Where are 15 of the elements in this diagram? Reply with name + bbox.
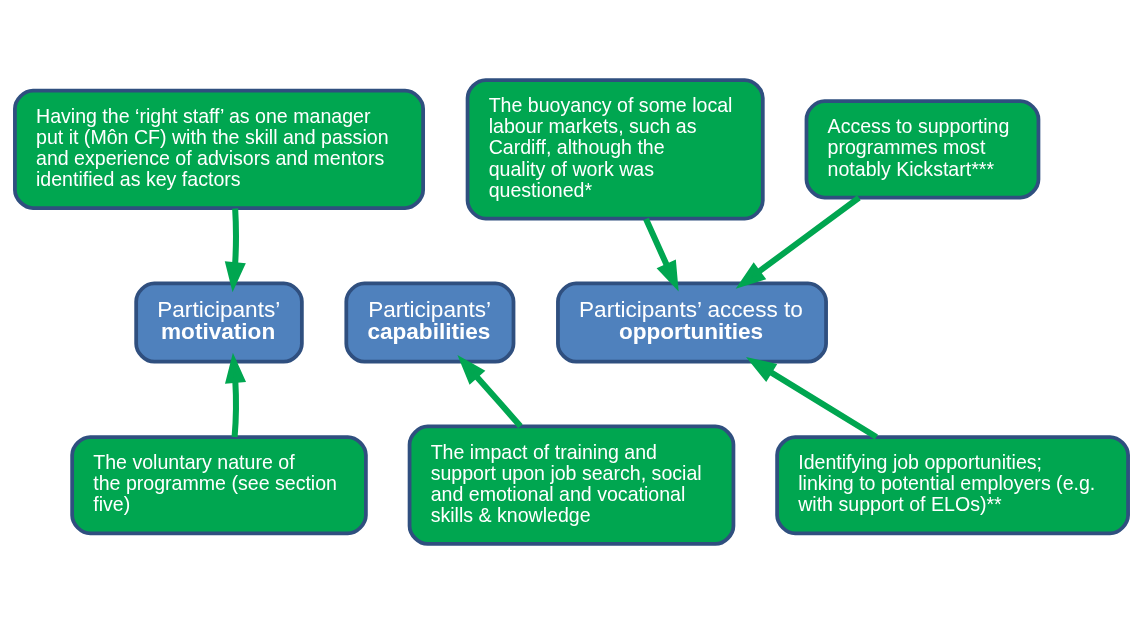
node-box: Participants’ motivation: [134, 281, 304, 364]
node-box: Participants’ access to opportunities: [556, 281, 828, 364]
node-box: Having the ‘right staff’ as one manager put it (Môn CF) with the skill and passion and experience of advisors and mentors identified as key factors: [13, 88, 425, 210]
arrow: [224, 208, 246, 293]
node-box: The impact of training and support upon job search, social and emotional and vocational skills & knowledge: [407, 424, 736, 546]
arrow: [735, 195, 861, 289]
arrow: [643, 217, 679, 292]
node-box: Identifying job opportunities; linking to potential employers (e.g. with support of ELOs)**: [775, 435, 1130, 536]
node-box: The voluntary nature of the programme (see section five): [70, 435, 368, 536]
node-box: Access to supporting programmes most notably Kickstart***: [804, 99, 1041, 200]
arrow: [224, 352, 247, 438]
arrow: [457, 355, 523, 429]
arrow: [746, 357, 878, 440]
node-box: Participants’ capabilities: [344, 281, 516, 364]
node-box: The buoyancy of some local labour markets, such as Cardiff, although the quality of work was questioned*: [465, 78, 765, 221]
